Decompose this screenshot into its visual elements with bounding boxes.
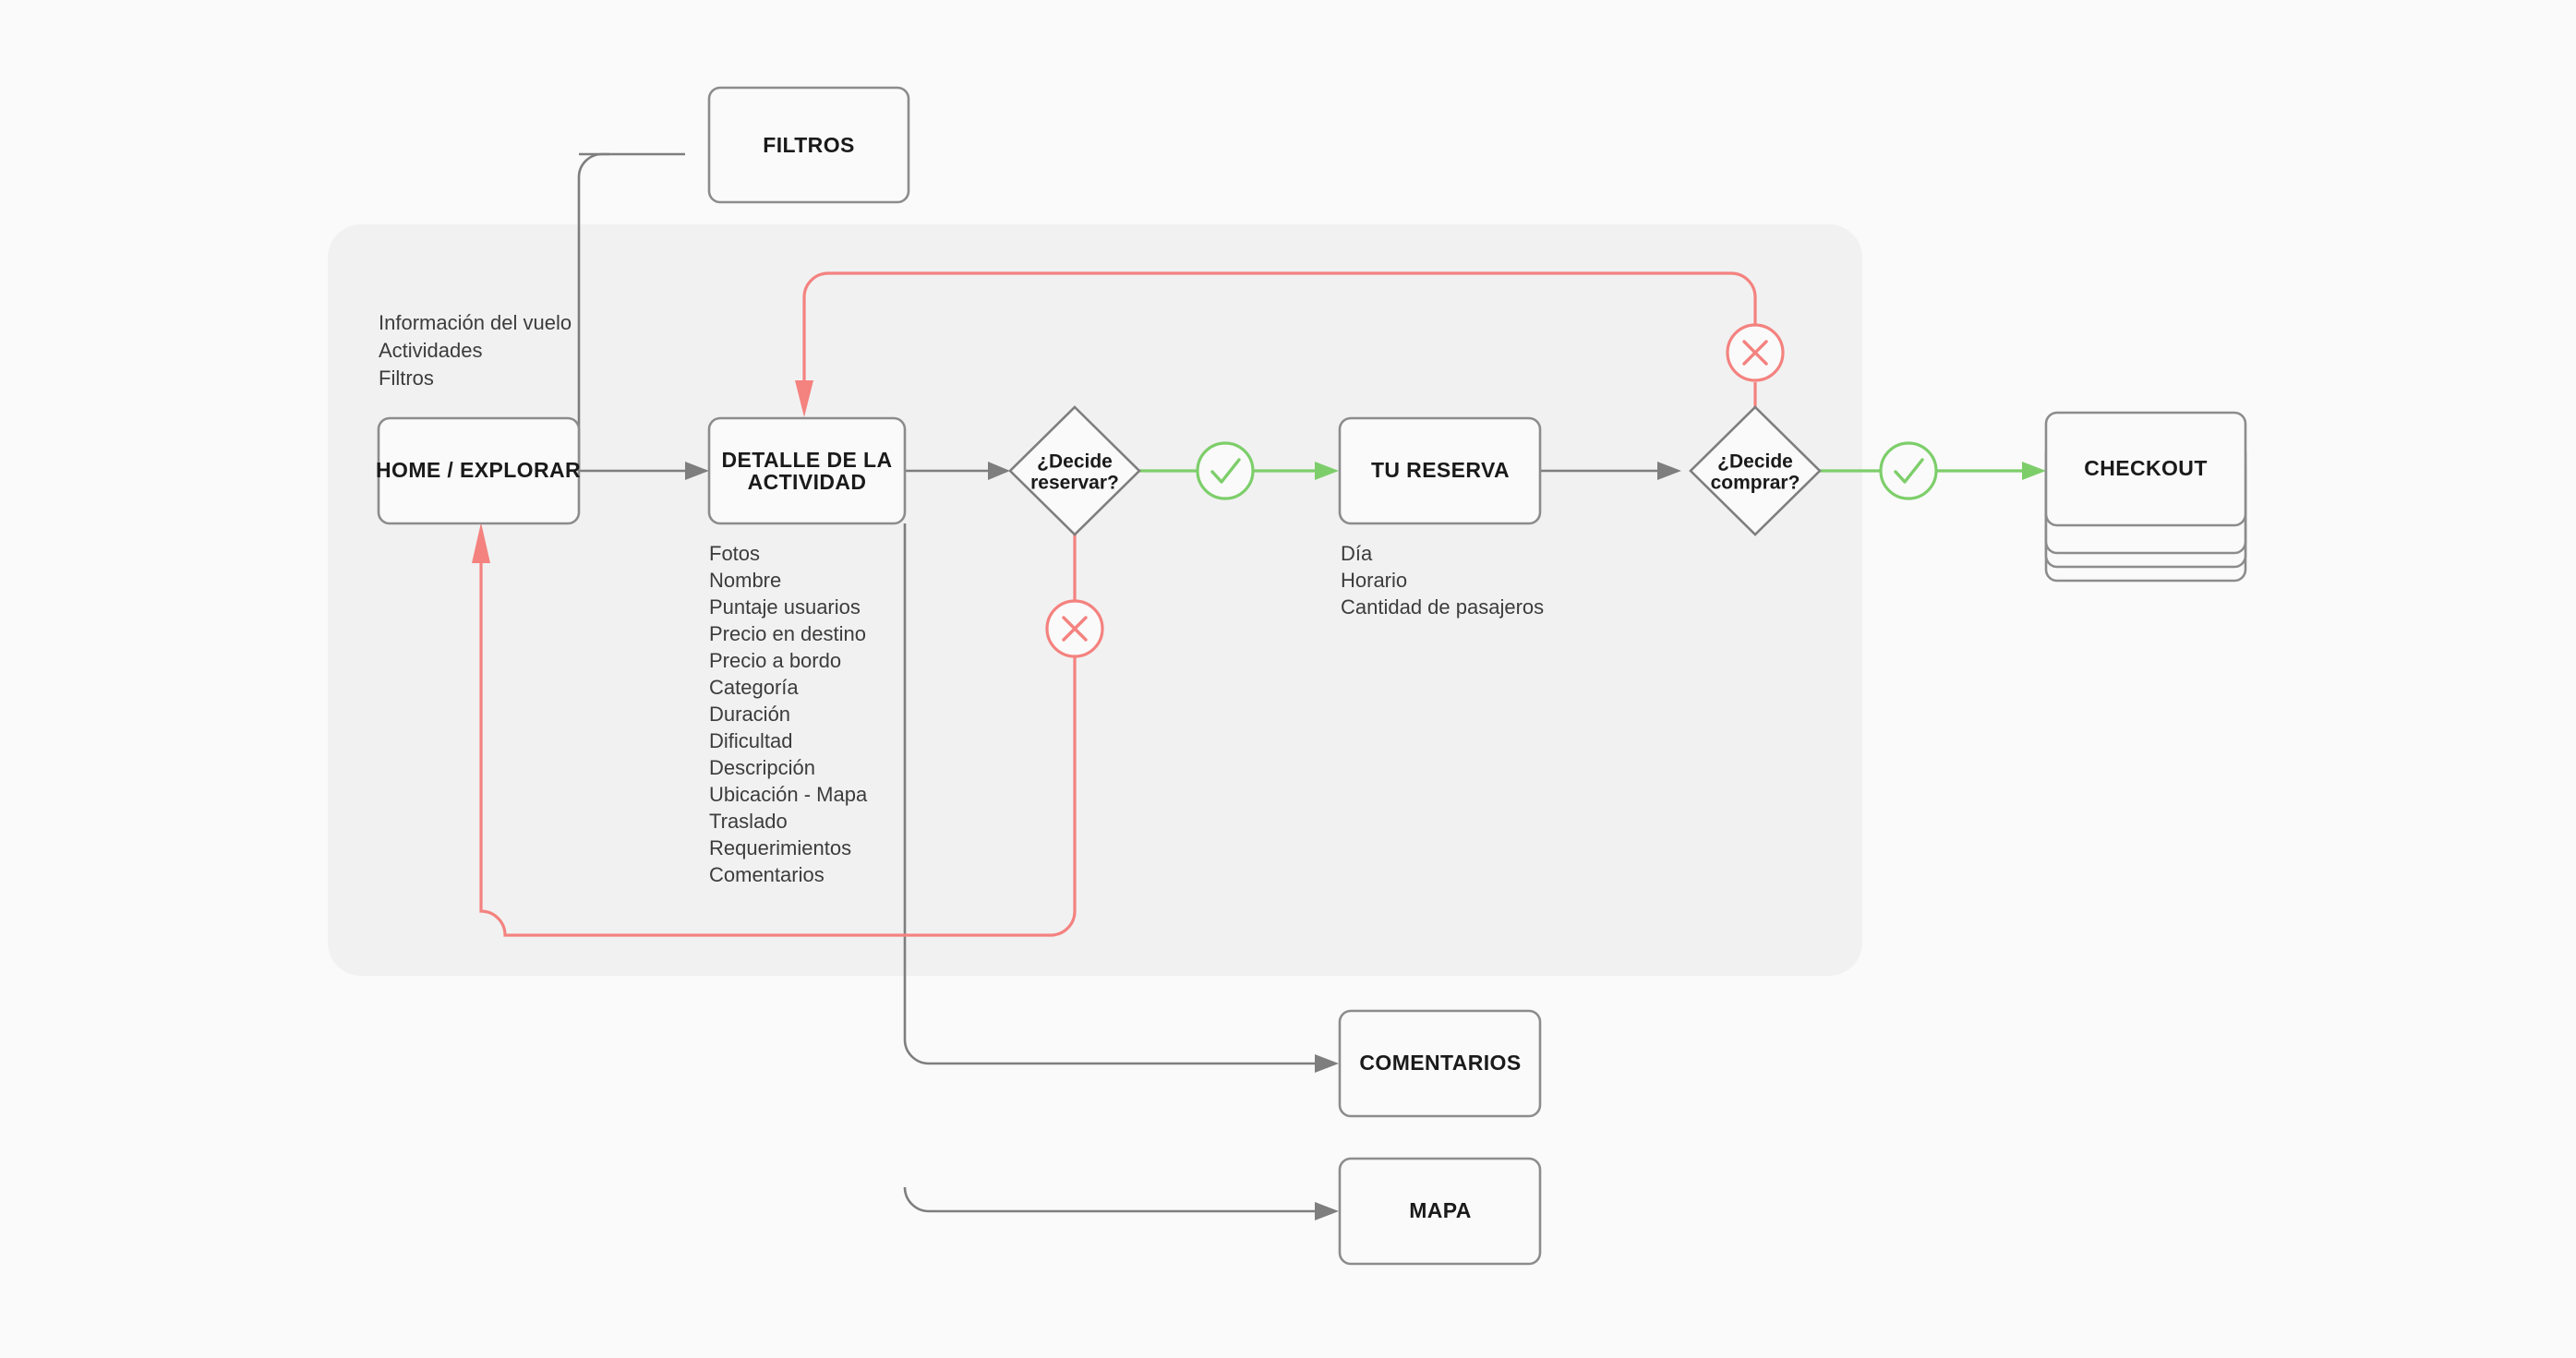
home-list-item: Filtros <box>379 367 434 390</box>
node-decide-reservar-label-line1: ¿Decide <box>1037 451 1113 473</box>
detalle-list-item: Descripción <box>709 756 815 779</box>
node-decide-comprar-label-line1: ¿Decide <box>1717 451 1793 473</box>
node-detalle-label-line2: ACTIVIDAD <box>748 470 867 494</box>
detalle-list-item: Traslado <box>709 810 788 833</box>
node-home-label: HOME / EXPLORAR <box>376 458 581 482</box>
home-annotation-list: Información del vuelo Actividades Filtro… <box>379 311 572 390</box>
node-decide-comprar-label-line2: comprar? <box>1711 473 1800 494</box>
marker-comprar-yes <box>1879 441 1938 500</box>
detalle-list-item: Ubicación - Mapa <box>709 783 868 806</box>
edge-comprar-yes <box>1820 462 2046 480</box>
node-tu-reserva[interactable]: TU RESERVA <box>1338 416 1542 525</box>
reserva-list-item: Día <box>1341 542 1373 565</box>
detalle-list-item: Nombre <box>709 569 781 592</box>
detalle-list-item: Precio a bordo <box>709 649 841 672</box>
edge-reservar-yes <box>1139 462 1339 480</box>
node-decide-comprar[interactable]: ¿Decide comprar? <box>1689 405 1822 536</box>
home-list-item: Actividades <box>379 339 483 362</box>
node-filtros-label: FILTROS <box>763 133 854 157</box>
edge-detalle-to-comentarios <box>903 523 1339 1073</box>
node-detalle-actividad[interactable]: DETALLE DE LA ACTIVIDAD <box>707 416 907 525</box>
detalle-list-item: Duración <box>709 703 790 726</box>
marker-reservar-yes <box>1196 441 1255 500</box>
edge-reservar-no <box>472 523 1077 937</box>
node-checkout[interactable]: CHECKOUT <box>2044 411 2247 583</box>
node-detalle-label-line1: DETALLE DE LA <box>722 448 893 472</box>
detalle-list-item: Comentarios <box>709 863 825 886</box>
detalle-annotation-list: Fotos Nombre Puntaje usuarios Precio en … <box>709 542 868 886</box>
marker-comprar-no <box>1726 323 1785 382</box>
node-mapa-label: MAPA <box>1409 1198 1472 1222</box>
reserva-list-item: Cantidad de pasajeros <box>1341 595 1544 619</box>
grouping-panel <box>328 224 1862 976</box>
edge-reserva-to-decide-comprar <box>1540 462 1681 480</box>
node-home-explorar[interactable]: HOME / EXPLORAR <box>376 416 581 525</box>
detalle-list-item: Requerimientos <box>709 836 851 859</box>
detalle-list-item: Dificultad <box>709 729 792 752</box>
detalle-list-item: Precio en destino <box>709 622 866 645</box>
detalle-list-item: Puntaje usuarios <box>709 595 861 619</box>
node-decide-reservar-label-line2: reservar? <box>1030 473 1119 494</box>
edge-detalle-to-mapa <box>903 1186 1339 1220</box>
home-list-item: Información del vuelo <box>379 311 572 334</box>
detalle-list-item: Categoría <box>709 676 799 699</box>
edge-home-to-detalle <box>579 462 709 480</box>
node-comentarios-label: COMENTARIOS <box>1359 1051 1521 1075</box>
detalle-list-item: Fotos <box>709 542 760 565</box>
node-mapa[interactable]: MAPA <box>1338 1157 1542 1266</box>
node-tu-reserva-label: TU RESERVA <box>1371 458 1510 482</box>
node-filtros[interactable]: FILTROS <box>707 86 910 204</box>
node-comentarios[interactable]: COMENTARIOS <box>1338 1009 1542 1118</box>
reserva-annotation-list: Día Horario Cantidad de pasajeros <box>1341 542 1544 619</box>
edge-detalle-to-decide-reservar <box>905 462 1010 480</box>
node-decide-reservar[interactable]: ¿Decide reservar? <box>1008 405 1141 536</box>
node-checkout-label: CHECKOUT <box>2084 456 2208 480</box>
marker-reservar-no <box>1045 599 1104 658</box>
reserva-list-item: Horario <box>1341 569 1407 592</box>
